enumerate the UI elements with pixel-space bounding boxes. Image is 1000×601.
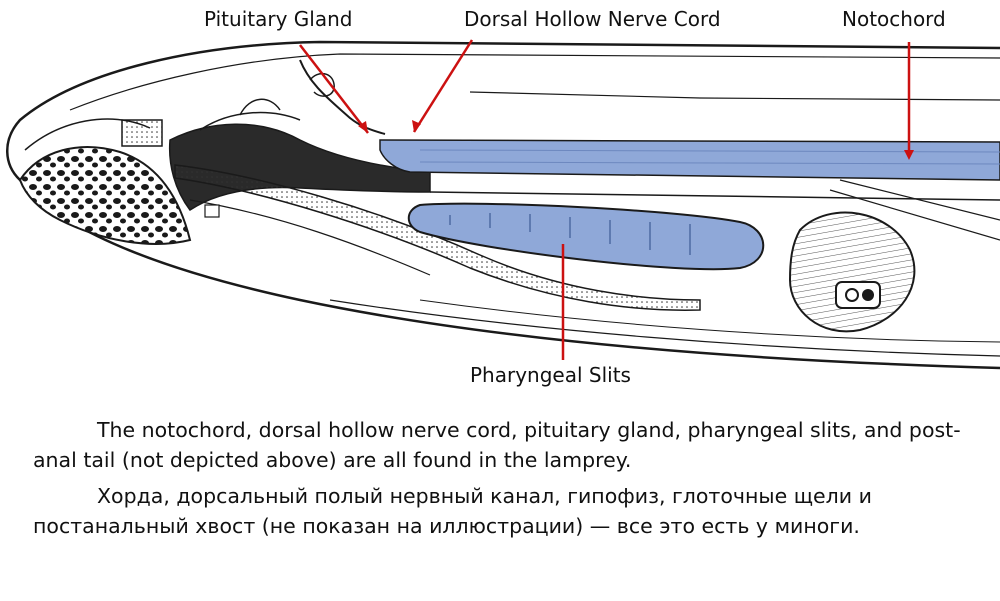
heart-region [788, 211, 916, 333]
oral-disc [18, 146, 192, 245]
dorsal-nerve-cord-label: Dorsal Hollow Nerve Cord [464, 7, 721, 31]
lamprey-illustration [6, 39, 1000, 370]
caption: The notochord, dorsal hollow nerve cord,… [0, 405, 1000, 601]
pharyngeal-shape [407, 202, 765, 271]
caption-english: The notochord, dorsal hollow nerve cord,… [33, 418, 961, 472]
nerve-cord-callout-line [412, 39, 474, 133]
caption-russian: Хорда, дорсальный полый нервный канал, г… [33, 484, 872, 538]
pituitary-gland-label: Pituitary Gland [204, 7, 353, 31]
nerve-cord-shape [379, 139, 1000, 181]
body-outline [6, 40, 1000, 370]
pituitary-callout-line [299, 44, 369, 134]
pharyngeal-slits-label: Pharyngeal Slits [470, 363, 631, 387]
notochord-label: Notochord [842, 7, 946, 31]
lamprey-diagram: Pituitary Gland Dorsal Hollow Nerve Cord… [6, 7, 1000, 387]
